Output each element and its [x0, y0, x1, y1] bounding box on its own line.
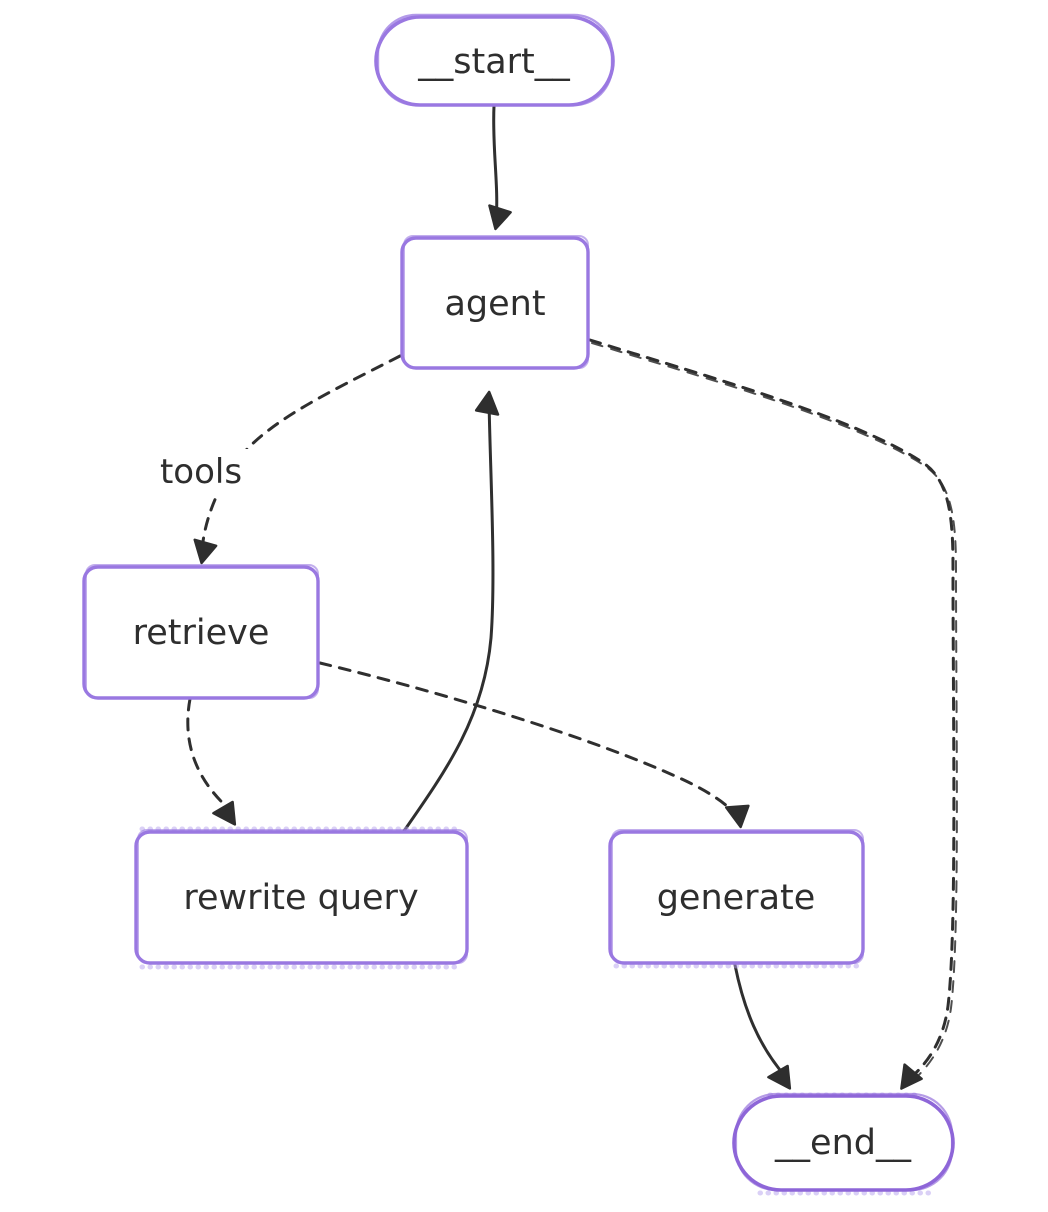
edges: [186, 104, 958, 1085]
node-rewrite-query-shape-sketch: [137, 829, 468, 964]
node-start-shape-sketch: [376, 13, 614, 107]
arrowhead-into-agent-bottom: [474, 390, 501, 416]
node-rewrite-query-label: rewrite query: [183, 878, 418, 918]
node-retrieve-label: retrieve: [133, 613, 270, 653]
edge-agent-to-end: [588, 338, 956, 1084]
node-generate-label: generate: [657, 878, 816, 918]
edge-start-to-agent: [492, 104, 499, 224]
edge-label-tools: tools: [160, 452, 242, 492]
edge-label-tools-group: tools: [150, 449, 252, 495]
arrowhead-into-end-left: [767, 1062, 801, 1096]
node-agent-shape-sketch: [403, 235, 589, 369]
node-rewrite-query: rewrite query: [134, 826, 469, 970]
edge-label-tools-bg: [150, 449, 252, 495]
node-retrieve-shape-sketch: [85, 564, 319, 699]
node-end-label: __end__: [774, 1123, 911, 1163]
edge-rewrite-query-to-agent: [402, 397, 495, 833]
node-start-label: __start__: [417, 42, 570, 82]
node-end-shape-sketch: [734, 1092, 954, 1192]
node-end: __end__: [732, 1092, 955, 1196]
edge-retrieve-to-generate: [318, 661, 739, 818]
arrowhead-into-retrieve: [190, 538, 218, 566]
node-agent: agent: [400, 235, 590, 370]
edge-agent-to-end-sketch: [591, 342, 958, 1085]
node-generate-shape-sketch: [611, 829, 864, 964]
node-generate: generate: [608, 829, 865, 969]
node-start: __start__: [374, 13, 615, 107]
node-retrieve: retrieve: [82, 564, 320, 700]
arrowhead-into-agent-top: [484, 204, 513, 233]
edge-generate-to-end: [733, 963, 787, 1078]
arrowhead-into-generate: [725, 801, 754, 831]
node-agent-label: agent: [444, 284, 545, 324]
edge-retrieve-to-rewrite-query: [186, 697, 230, 810]
arrowhead-into-rewrite-query: [212, 798, 246, 832]
